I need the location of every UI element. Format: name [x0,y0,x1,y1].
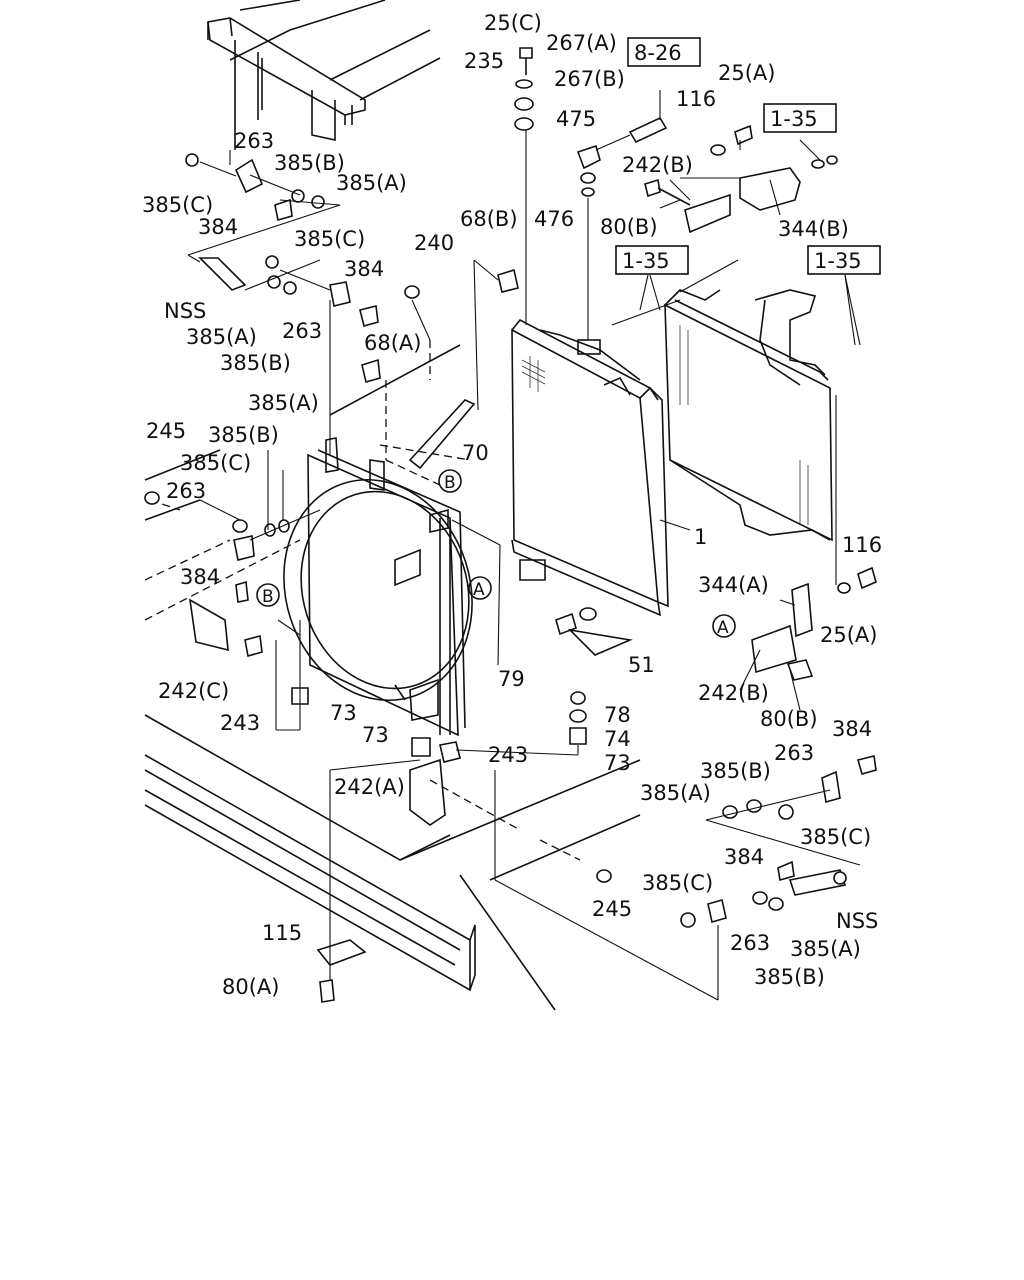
part-labels: 25(C) 267(A) 235 267(B) 8-26 25(A) 116 1… [142,11,882,999]
label-80b-top: 80(B) [600,215,658,239]
label-385b-a: 385(B) [274,151,345,175]
callout-b-lower: B [256,583,280,607]
label-68b: 68(B) [460,207,518,231]
svg-text:A: A [717,618,729,638]
label-385c-a: 385(C) [142,193,213,217]
label-385b-d: 385(B) [700,759,771,783]
label-385a-a: 385(A) [336,171,407,195]
callout-b-upper: B [438,469,462,493]
chassis-frame [144,0,641,1011]
label-25c-top: 25(C) [484,11,542,35]
reference-callouts: A B B A [256,469,736,638]
label-73-c: 73 [604,751,631,775]
label-242c: 242(C) [158,679,229,703]
label-385a-e: 385(A) [790,937,861,961]
callout-a-upper: A [468,576,492,600]
label-73-a: 73 [330,701,357,725]
label-385b-b: 385(B) [220,351,291,375]
label-51: 51 [628,653,655,677]
label-80a: 80(A) [222,975,279,999]
label-344b: 344(B) [778,217,849,241]
label-115: 115 [262,921,302,945]
label-384-e: 384 [724,845,764,869]
label-476: 476 [534,207,574,231]
label-263-b: 263 [282,319,322,343]
label-79: 79 [498,667,525,691]
label-nss-b: NSS [836,909,878,933]
label-70: 70 [462,441,489,465]
label-263-d: 263 [774,741,814,765]
hardware [144,47,877,1003]
label-385c-b: 385(C) [294,227,365,251]
label-385c-e: 385(C) [642,871,713,895]
callout-a-lower: A [712,614,736,638]
label-80b-b: 80(B) [760,707,818,731]
label-475: 475 [556,107,596,131]
label-263-c: 263 [166,479,206,503]
label-74: 74 [604,727,631,751]
fan-shroud [283,437,473,737]
label-1-35-mid: 1-35 [622,249,670,273]
label-263-a: 263 [234,129,274,153]
label-267a: 267(A) [546,31,617,55]
label-1-35-top: 1-35 [770,107,818,131]
label-242b-b: 242(B) [698,681,769,705]
label-8-26: 8-26 [634,41,682,65]
ref-box-1-35-right: 1-35 [807,245,881,275]
label-25a-b: 25(A) [820,623,877,647]
label-73-b: 73 [362,723,389,747]
label-384-a: 384 [198,215,238,239]
label-242a: 242(A) [334,775,405,799]
label-263-e: 263 [730,931,770,955]
label-267b: 267(B) [554,67,625,91]
label-25a-top: 25(A) [718,61,775,85]
label-1: 1 [694,525,707,549]
label-384-c: 384 [180,565,220,589]
svg-text:A: A [473,580,485,600]
label-1-35-right: 1-35 [814,249,862,273]
label-385a-c: 385(A) [248,391,319,415]
label-344a: 344(A) [698,573,769,597]
label-242b-top: 242(B) [622,153,693,177]
label-243-a: 243 [220,711,260,735]
label-384-b: 384 [344,257,384,281]
label-385a-d: 385(A) [640,781,711,805]
svg-text:B: B [444,473,456,493]
label-384-d: 384 [832,717,872,741]
label-240: 240 [414,231,454,255]
label-385c-d: 385(C) [800,825,871,849]
ref-box-8-26: 8-26 [627,37,701,67]
label-68a: 68(A) [364,331,421,355]
ref-box-1-35-mid: 1-35 [615,245,689,275]
radiator [511,318,669,617]
label-78: 78 [604,703,631,727]
label-243-b: 243 [488,743,528,767]
label-385c-c: 385(C) [180,451,251,475]
ref-box-1-35-top: 1-35 [763,103,837,133]
label-nss-a: NSS [164,299,206,323]
label-245-a: 245 [146,419,186,443]
label-385b-c: 385(B) [208,423,279,447]
label-245-b: 245 [592,897,632,921]
intercooler [664,289,833,542]
label-385b-e: 385(B) [754,965,825,989]
label-235: 235 [464,49,504,73]
svg-text:B: B [262,587,274,607]
leader-lines [187,90,861,1001]
label-116-top: 116 [676,87,716,111]
label-385a-b: 385(A) [186,325,257,349]
label-116-b: 116 [842,533,882,557]
